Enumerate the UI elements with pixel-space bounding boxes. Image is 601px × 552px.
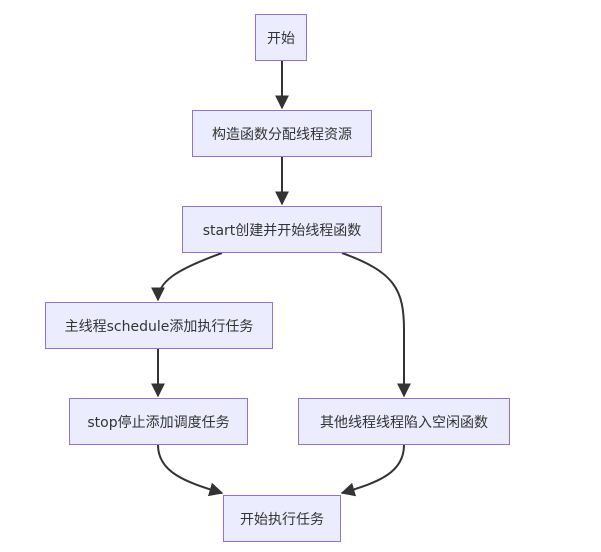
node-other-threads: 其他线程线程陷入空闲函数 [298, 398, 510, 445]
edge-other-threads-to-begin-exec [340, 444, 405, 497]
node-begin-exec: 开始执行任务 [223, 495, 341, 542]
edge-stop-to-begin-exec [157, 444, 224, 497]
edge-start-create-to-other-threads [341, 252, 411, 398]
node-main-schedule: 主线程schedule添加执行任务 [45, 302, 273, 349]
node-start: 开始 [255, 14, 307, 61]
edge-start-create-to-main-schedule [151, 252, 223, 302]
node-stop: stop停止添加调度任务 [69, 398, 248, 445]
node-construct: 构造函数分配线程资源 [192, 110, 372, 157]
node-start-create: start创建并开始线程函数 [182, 206, 382, 253]
